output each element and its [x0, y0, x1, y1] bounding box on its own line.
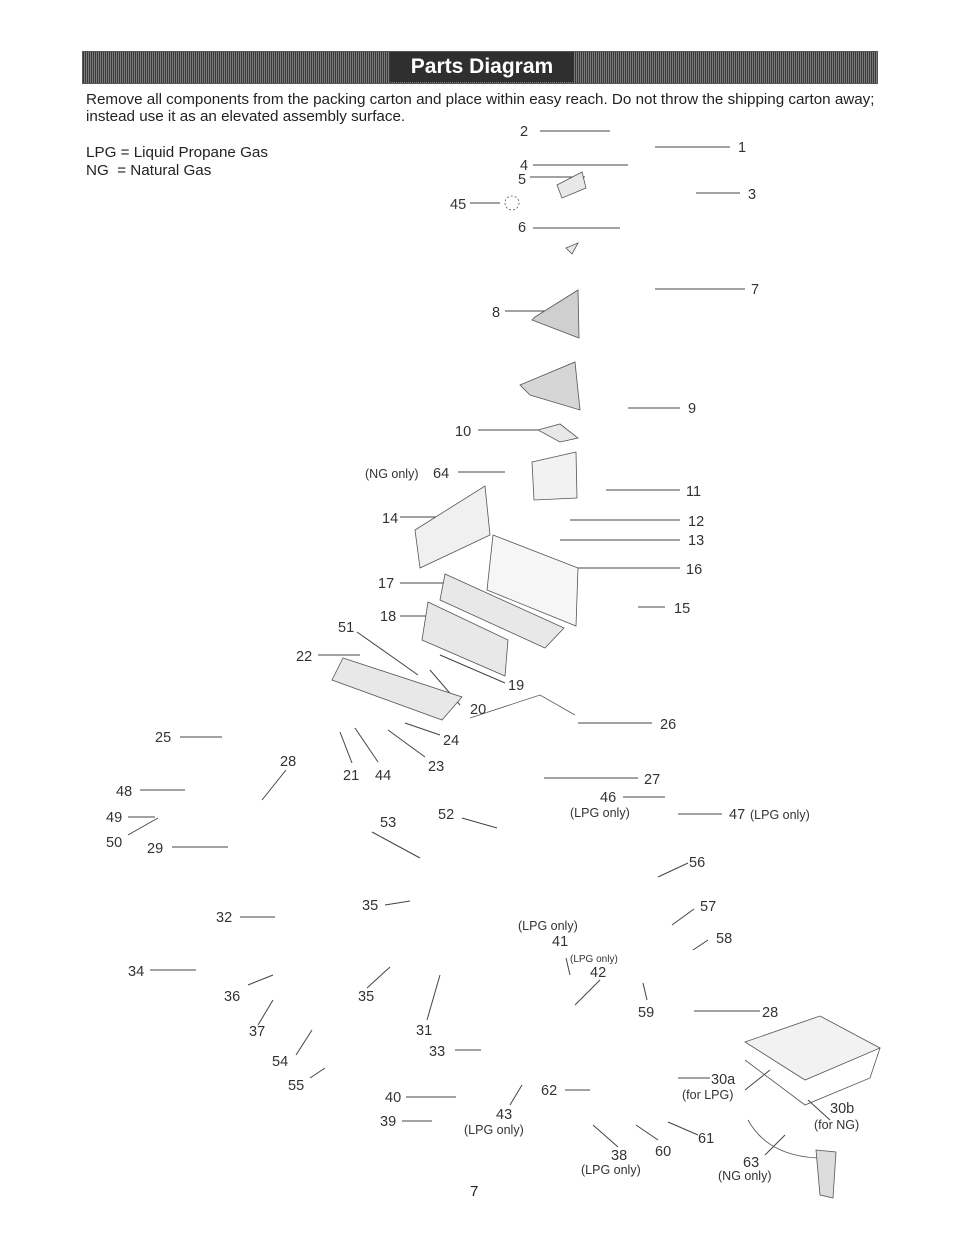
part-label: 34 [128, 964, 144, 980]
part-label: 45 [450, 197, 466, 213]
availability-notes: (NG only) (LPG only) (LPG only) (LPG onl… [365, 467, 859, 1183]
part-label: 46 [600, 790, 616, 806]
part-label: 31 [416, 1023, 432, 1039]
part-number-labels: 1 2 3 4 5 6 7 8 9 10 11 12 13 14 15 16 1… [106, 124, 854, 1171]
part-label: 21 [343, 768, 359, 784]
part-label: 47 [729, 807, 745, 823]
part-label: 51 [338, 620, 354, 636]
part-label: 35 [362, 898, 378, 914]
part-label: 6 [518, 220, 526, 236]
lpg-only-note: (LPG only) [518, 919, 578, 933]
for-lpg-note: (for LPG) [682, 1088, 733, 1102]
part-label: 2 [520, 124, 528, 140]
lpg-only-note: (LPG only) [570, 806, 630, 820]
part-label: 7 [751, 282, 759, 298]
lpg-only-suffix-note: (LPG only) [750, 808, 810, 822]
part-label: 48 [116, 784, 132, 800]
part-label: 50 [106, 835, 122, 851]
lpg-only-note: (LPG only) [464, 1123, 524, 1137]
part-label: 42 [590, 965, 606, 981]
legend-lpg: LPG = Liquid Propane Gas [86, 144, 268, 161]
part-label: 53 [380, 815, 396, 831]
part-label: 58 [716, 931, 732, 947]
component-drawings [331, 171, 881, 1199]
part-label: 55 [288, 1078, 304, 1094]
part-label: 18 [380, 609, 396, 625]
part-label: 23 [428, 759, 444, 775]
page-number: 7 [470, 1183, 479, 1200]
part-label: 13 [688, 533, 704, 549]
part-label: 43 [496, 1107, 512, 1123]
part-label: 30b [830, 1101, 854, 1117]
part-label: 22 [296, 649, 312, 665]
part-label: 29 [147, 841, 163, 857]
part-label: 61 [698, 1131, 714, 1147]
part-label: 16 [686, 562, 702, 578]
part-label: 40 [385, 1090, 401, 1106]
part-label: 27 [644, 772, 660, 788]
leader-lines [127, 130, 831, 1156]
part-label: 35 [358, 989, 374, 1005]
part-label: 62 [541, 1083, 557, 1099]
part-label: 20 [470, 702, 486, 718]
ng-only-note: (NG only) [718, 1169, 771, 1183]
part-label: 64 [433, 466, 449, 482]
lpg-only-note: (LPG only) [581, 1163, 641, 1177]
intro-text: Remove all components from the packing c… [86, 91, 875, 125]
part-label: 37 [249, 1024, 265, 1040]
part-label: 15 [674, 601, 690, 617]
part-label: 12 [688, 514, 704, 530]
for-ng-note: (for NG) [814, 1118, 859, 1132]
part-label: 4 [520, 158, 528, 174]
part-label: 3 [748, 187, 756, 203]
part-label: 56 [689, 855, 705, 871]
part-label: 19 [508, 678, 524, 694]
part-label: 60 [655, 1144, 671, 1160]
part-label: 8 [492, 305, 500, 321]
part-label: 1 [738, 140, 746, 156]
part-label: 28 [280, 754, 296, 770]
part-label: 49 [106, 810, 122, 826]
part-label: 25 [155, 730, 171, 746]
part-label: 57 [700, 899, 716, 915]
part-label: 54 [272, 1054, 288, 1070]
part-label: 5 [518, 172, 526, 188]
part-label: 11 [686, 484, 701, 500]
lpg-only-note: (LPG only) [570, 954, 618, 965]
part-label: 39 [380, 1114, 396, 1130]
part-label: 28 [762, 1005, 778, 1021]
part-label: 17 [378, 576, 394, 592]
legend-ng: NG = Natural Gas [86, 162, 212, 179]
part-label: 9 [688, 401, 696, 417]
part-label: 52 [438, 807, 454, 823]
part-label: 30a [711, 1072, 736, 1088]
part-label: 41 [552, 934, 568, 950]
part-label: 59 [638, 1005, 654, 1021]
part-label: 32 [216, 910, 232, 926]
page-title: Parts Diagram [390, 52, 574, 82]
part-label: 33 [429, 1044, 445, 1060]
part-label: 63 [743, 1155, 759, 1171]
part-label: 26 [660, 717, 676, 733]
part-label: 24 [443, 733, 459, 749]
part-label: 36 [224, 989, 240, 1005]
part-label: 10 [455, 424, 471, 440]
part-label: 44 [375, 768, 391, 784]
part-label: 38 [611, 1148, 627, 1164]
part-label: 14 [382, 511, 398, 527]
ng-only-note: (NG only) [365, 467, 418, 481]
